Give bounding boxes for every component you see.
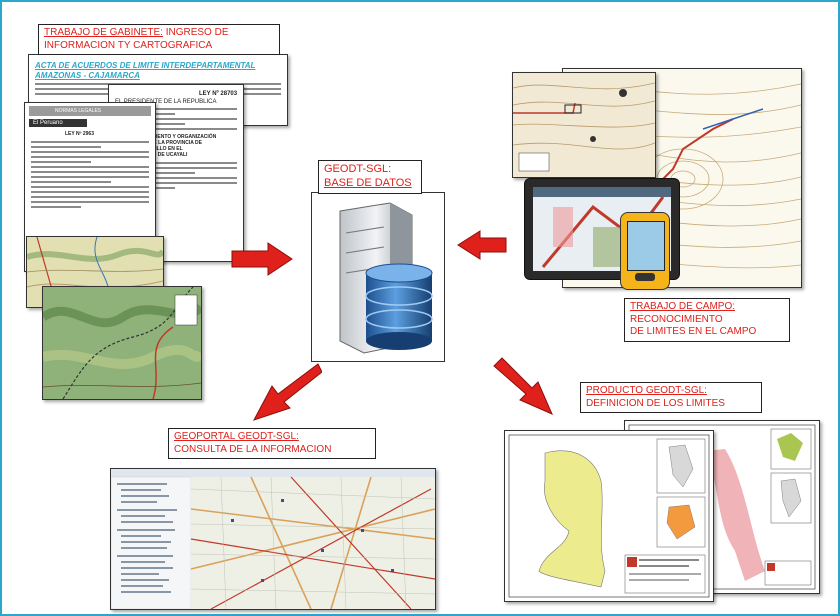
label-trabajo-gabinete: TRABAJO DE GABINETE: INGRESO DE INFORMAC… bbox=[38, 24, 280, 55]
gazette-banner: NORMAS LEGALES bbox=[29, 106, 151, 116]
geoportal-screenshot-image bbox=[110, 468, 436, 610]
sketch-map-image bbox=[512, 72, 656, 178]
acta-title: ACTA DE ACUERDOS DE LIMITE INTERDEPARTAM… bbox=[35, 61, 256, 80]
database-line2: BASE DE DATOS bbox=[324, 176, 412, 189]
geoportal-line2: CONSULTA DE LA INFORMACION bbox=[174, 443, 332, 455]
arrow-left-icon bbox=[457, 230, 507, 260]
gabinete-line1: INGRESO DE bbox=[165, 27, 229, 38]
database-line1: GEODT-SGL: bbox=[324, 163, 392, 175]
gps-device-image bbox=[620, 212, 670, 290]
gabinete-line2: INFORMACION TY CARTOGRAFICA bbox=[44, 39, 213, 51]
gazette-law: LEY Nº 2963 bbox=[65, 131, 94, 137]
producto-line1: PRODUCTO GEODT-SGL: bbox=[586, 385, 707, 396]
product-map-front-image bbox=[504, 430, 714, 602]
database-box bbox=[311, 192, 445, 362]
campo-line2: RECONOCIMIENTO bbox=[630, 313, 723, 325]
arrow-right-icon bbox=[231, 242, 293, 276]
campo-line3: DE LIMITES EN EL CAMPO bbox=[630, 326, 757, 337]
ley-number: LEY Nº 28703 bbox=[199, 91, 238, 97]
producto-line2: DEFINICION DE LOS LIMITES bbox=[586, 397, 725, 409]
gazette-name: El Peruano bbox=[29, 119, 87, 127]
product-map-back-image bbox=[624, 420, 820, 594]
relief-map-image bbox=[42, 286, 202, 400]
label-geoportal: GEOPORTAL GEODT-SGL: CONSULTA DE LA INFO… bbox=[168, 428, 376, 459]
label-trabajo-campo: TRABAJO DE CAMPO: RECONOCIMIENTO DE LIMI… bbox=[624, 298, 790, 342]
label-producto: PRODUCTO GEODT-SGL: DEFINICION DE LOS LI… bbox=[580, 382, 762, 413]
label-base-datos: GEODT-SGL: BASE DE DATOS bbox=[318, 160, 422, 194]
arrow-down-right-icon bbox=[493, 357, 553, 415]
gabinete-title: TRABAJO DE GABINETE: bbox=[44, 27, 163, 38]
geoportal-line1: GEOPORTAL GEODT-SGL: bbox=[174, 431, 299, 442]
server-with-database-icon bbox=[339, 202, 433, 354]
arrow-down-left-icon bbox=[252, 363, 322, 421]
campo-line1: TRABAJO DE CAMPO: bbox=[630, 301, 736, 312]
ley-header: EL PRESIDENTE DE LA REPUBLICA bbox=[115, 99, 217, 105]
